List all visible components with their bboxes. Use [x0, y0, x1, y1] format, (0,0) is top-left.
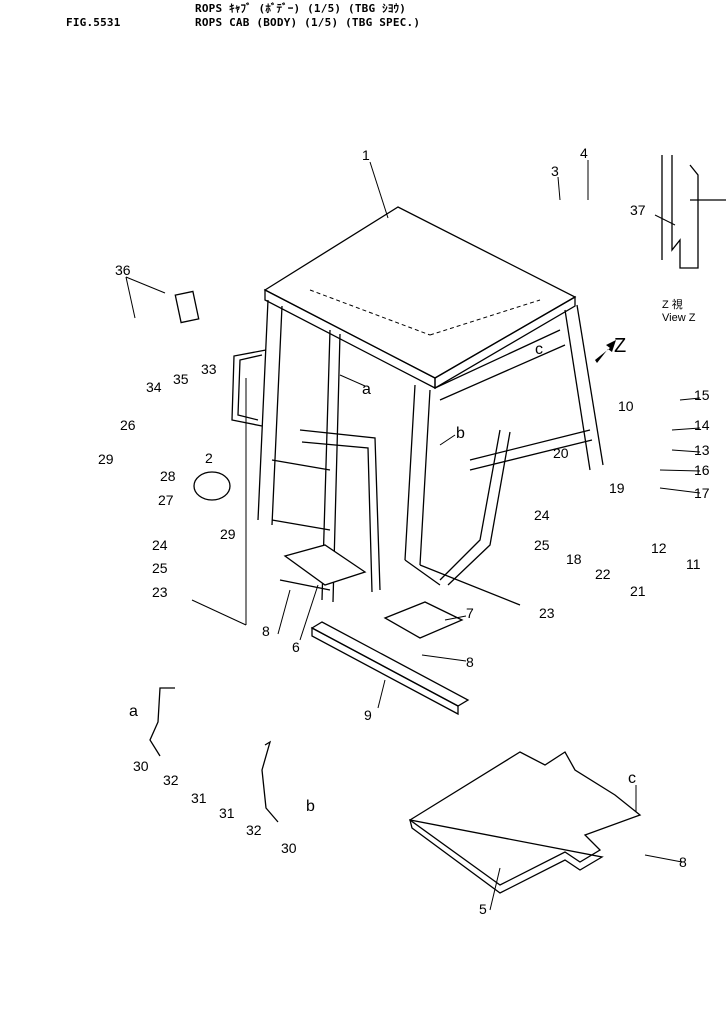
- callout-18: 18: [566, 551, 582, 567]
- callout-35: 35: [173, 371, 189, 387]
- ref-a: a: [129, 703, 138, 720]
- callout-16: 16: [694, 462, 710, 478]
- mirror-36: [174, 290, 200, 324]
- callout-32: 32: [163, 772, 179, 788]
- callout-27: 27: [158, 492, 174, 508]
- mirror-29: [193, 471, 231, 501]
- callout-19: 19: [609, 480, 625, 496]
- callout-8: 8: [679, 854, 687, 870]
- callout-4: 4: [580, 145, 588, 161]
- callout-28: 28: [160, 468, 176, 484]
- view-z-detail: [661, 155, 726, 269]
- callout-31: 31: [191, 790, 207, 806]
- handle-30b: [261, 740, 279, 823]
- callout-15: 15: [694, 387, 710, 403]
- callout-10: 10: [618, 398, 634, 414]
- callout-25: 25: [152, 560, 168, 576]
- callout-32: 32: [246, 822, 262, 838]
- callout-8: 8: [262, 623, 270, 639]
- callout-26: 26: [120, 417, 136, 433]
- callout-13: 13: [694, 442, 710, 458]
- mount-6: [283, 544, 367, 586]
- leader-lines: [125, 160, 701, 911]
- callout-30: 30: [281, 840, 297, 856]
- callout-31: 31: [219, 805, 235, 821]
- callout-1: 1: [362, 147, 370, 163]
- callout-14: 14: [694, 417, 710, 433]
- callout-7: 7: [466, 605, 474, 621]
- floor-plate-5: [408, 751, 642, 886]
- callout-2: 2: [205, 450, 213, 466]
- callout-11: 11: [686, 556, 701, 572]
- ref-a: a: [362, 381, 371, 398]
- callout-12: 12: [651, 540, 667, 556]
- title-english: ROPS CAB (BODY) (1/5) (TBG SPEC.): [195, 16, 421, 29]
- callout-25: 25: [534, 537, 550, 553]
- callout-29: 29: [98, 451, 114, 467]
- ref-c: c: [628, 770, 636, 787]
- cross-member-9: [310, 621, 470, 707]
- callout-5: 5: [479, 901, 487, 917]
- callout-21: 21: [630, 583, 646, 599]
- callout-34: 34: [146, 379, 162, 395]
- callout-24: 24: [152, 537, 168, 553]
- view-z-label-jp: Z 視: [662, 297, 683, 311]
- callout-29: 29: [220, 526, 236, 542]
- callout-30: 30: [133, 758, 149, 774]
- callout-labels: 1 3 4 37 Z 視 View Z c Z 36 33 34 35 a 15…: [98, 145, 710, 917]
- title-japanese: ROPS ｷｬﾌﾞ (ﾎﾞﾃﾞｰ) (1/5) (TBG ｼﾖｳ): [195, 2, 407, 15]
- callout-20: 20: [553, 445, 569, 461]
- callout-24: 24: [534, 507, 550, 523]
- ref-b: b: [456, 425, 465, 442]
- mount-7: [383, 601, 464, 639]
- handle-30a: [149, 687, 175, 757]
- callout-23: 23: [539, 605, 555, 621]
- callout-3: 3: [551, 163, 559, 179]
- callout-33: 33: [201, 361, 217, 377]
- callout-17: 17: [694, 485, 710, 501]
- callout-8: 8: [466, 654, 474, 670]
- callout-36: 36: [115, 262, 131, 278]
- callout-23: 23: [152, 584, 168, 600]
- view-z-label-en: View Z: [662, 312, 696, 324]
- ref-b: b: [306, 798, 315, 815]
- view-z-arrow-icon: [595, 340, 616, 363]
- callout-9: 9: [364, 707, 372, 723]
- ref-c: c: [535, 341, 543, 358]
- callout-6: 6: [292, 639, 300, 655]
- callout-37: 37: [630, 202, 646, 218]
- figure-number: FIG.5531: [66, 16, 121, 29]
- cab-frame: [231, 206, 604, 606]
- view-z-arrow-label: Z: [614, 335, 626, 357]
- callout-22: 22: [595, 566, 611, 582]
